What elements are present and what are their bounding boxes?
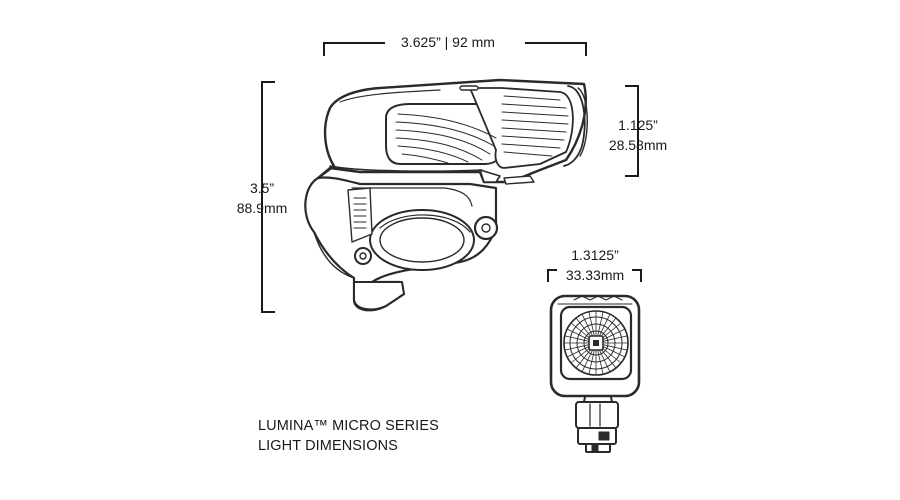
reflector-spoke — [581, 313, 593, 337]
reflector-spoke — [601, 322, 622, 339]
face-width-mm-value: 33.33mm — [565, 267, 625, 283]
reflector-spoke — [600, 348, 617, 369]
reflector-spoke — [603, 335, 628, 342]
reflector-spoke — [575, 348, 592, 369]
heatsink-fins — [395, 95, 569, 164]
length-dimension-label: 3.625” | 92 mm — [388, 32, 508, 52]
reflector-spoke — [575, 317, 592, 338]
body-height-mm-value: 28.58mm — [608, 137, 668, 153]
overall-height-label: 3.5” 88.9mm — [222, 178, 302, 218]
caption-subtitle: LIGHT DIMENSIONS — [258, 438, 398, 454]
reflector-spoke — [602, 346, 626, 358]
body-height-dimension-bracket — [625, 85, 639, 177]
lens-reflector — [559, 305, 633, 381]
reflector-spoke — [570, 347, 591, 364]
reflector-spoke — [588, 311, 595, 336]
length-dimension-value: 3.625” | 92 mm — [401, 34, 495, 50]
reflector-spokes — [563, 310, 629, 376]
reflector-spoke — [599, 349, 611, 373]
front-mount-stem — [575, 391, 619, 453]
reflector-spoke — [588, 350, 595, 375]
reflector-spoke — [564, 344, 589, 351]
reflector-spoke — [597, 350, 604, 375]
caption-series-title: LUMINA™ MICRO SERIES — [258, 418, 439, 434]
reflector-spoke — [600, 317, 617, 338]
face-width-inches-value: 1.3125” — [571, 247, 619, 263]
body-height-inches-value: 1.125” — [618, 117, 658, 133]
reflector-spoke — [566, 346, 590, 358]
product-caption: LUMINA™ MICRO SERIES LIGHT DIMENSIONS — [258, 416, 439, 456]
reflector-spoke — [581, 349, 593, 373]
mount-clamp — [304, 176, 499, 312]
reflector-spoke — [602, 328, 626, 340]
width-dimension-bracket — [323, 42, 587, 56]
body-height-label: 1.125” 28.58mm — [598, 115, 678, 155]
reflector-spoke — [603, 344, 628, 351]
height-dimension-bracket — [261, 81, 275, 313]
reflector-spoke — [599, 313, 611, 337]
reflector-spoke — [601, 347, 622, 364]
reflector-spoke — [597, 311, 604, 336]
side-view-light-drawing — [304, 78, 588, 312]
face-width-label: 1.3125” 33.33mm — [545, 245, 645, 285]
light-body — [316, 78, 588, 185]
reflector-spoke — [564, 335, 589, 342]
face-width-dimension-bracket — [547, 269, 642, 282]
front-view-light-drawing — [549, 294, 641, 453]
height-inches-value: 3.5” — [249, 180, 275, 196]
reflector-spoke — [566, 328, 590, 340]
height-mm-value: 88.9mm — [236, 200, 288, 216]
reflector-spoke — [570, 322, 591, 339]
